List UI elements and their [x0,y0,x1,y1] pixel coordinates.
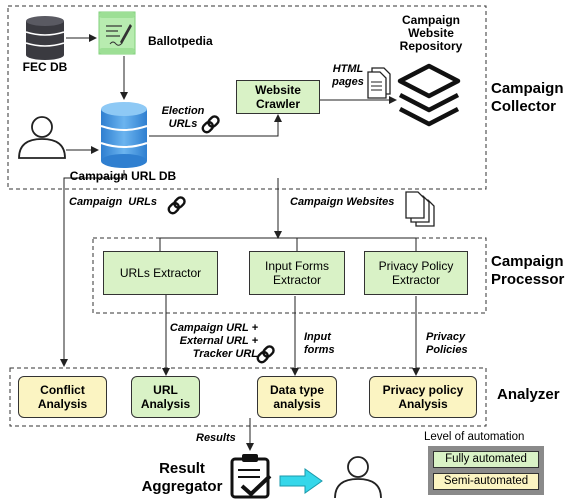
website-crawler-label: Website Crawler [255,83,301,111]
privacy-policy-extractor-label: Privacy Policy Extractor [378,259,454,287]
legend-title: Level of automation [424,431,525,443]
repository-label: Campaign Website Repository [399,13,463,53]
campaign-url-database-icon [100,102,148,168]
campaign-url-db-label: Campaign URL DB [69,169,177,183]
campaign-processor-title: Campaign Processor [491,253,565,288]
analyzer-title: Analyzer [497,386,560,403]
results-label: Results [196,432,236,444]
legend-semi-automated: Semi-automated [433,473,539,490]
campaign-websites-label: Campaign Websites [290,196,395,208]
urls-extractor-label: URLs Extractor [119,266,202,280]
conflict-analysis-label: Conflict Analysis [37,383,88,411]
input-forms-extractor-box: Input Forms Extractor [249,251,345,295]
election-urls-label: Election URLs [161,105,205,130]
campaign-websites-documents-stack-icon [405,191,435,227]
fec-db-label: FEC DB [22,60,68,74]
privacy-policy-analysis-box: Privacy policy Analysis [369,376,477,418]
campaign-urls-link-icon [167,196,186,215]
result-aggregator-label: Result Aggregator [141,460,223,495]
ballotpedia-scroll-icon [98,11,136,55]
analyzer-section-box [9,367,487,427]
end-user-icon [334,456,382,499]
fec-database-icon [25,16,65,60]
collector-section-box [7,5,487,190]
input-forms-label: Input forms [304,331,335,356]
url-bundle-label: Campaign URL + External URL + Tracker UR… [169,322,258,360]
privacy-policy-analysis-label: Privacy policy Analysis [382,383,464,411]
url-analysis-box: URL Analysis [131,376,200,418]
campaign-urls-label: Campaign URLs [69,196,158,208]
input-forms-extractor-label: Input Forms Extractor [264,259,330,287]
html-page-document-icon [367,67,391,99]
privacy-policy-extractor-box: Privacy Policy Extractor [364,251,468,295]
arrow-right-icon [279,468,323,494]
result-clipboard-check-icon [230,454,272,499]
ballotpedia-label: Ballotpedia [148,34,213,48]
tracker-url-link-icon [256,345,275,364]
user-icon [18,116,66,159]
data-type-analysis-box: Data type analysis [257,376,337,418]
repository-stack-layers-icon [397,63,461,127]
conflict-analysis-box: Conflict Analysis [18,376,107,418]
urls-extractor-box: URLs Extractor [103,251,218,295]
legend-fully-automated: Fully automated [433,451,539,468]
processor-feed-lines [159,237,417,251]
campaign-collector-title: Campaign Collector [491,80,564,115]
html-pages-label: HTML pages [332,63,364,88]
election-urls-link-icon [201,115,220,134]
flow-arrows [60,34,420,451]
privacy-policies-label: Privacy Policies [426,331,468,356]
url-analysis-label: URL Analysis [140,383,191,411]
website-crawler-box: Website Crawler [236,80,320,114]
data-type-analysis-label: Data type analysis [269,383,325,411]
